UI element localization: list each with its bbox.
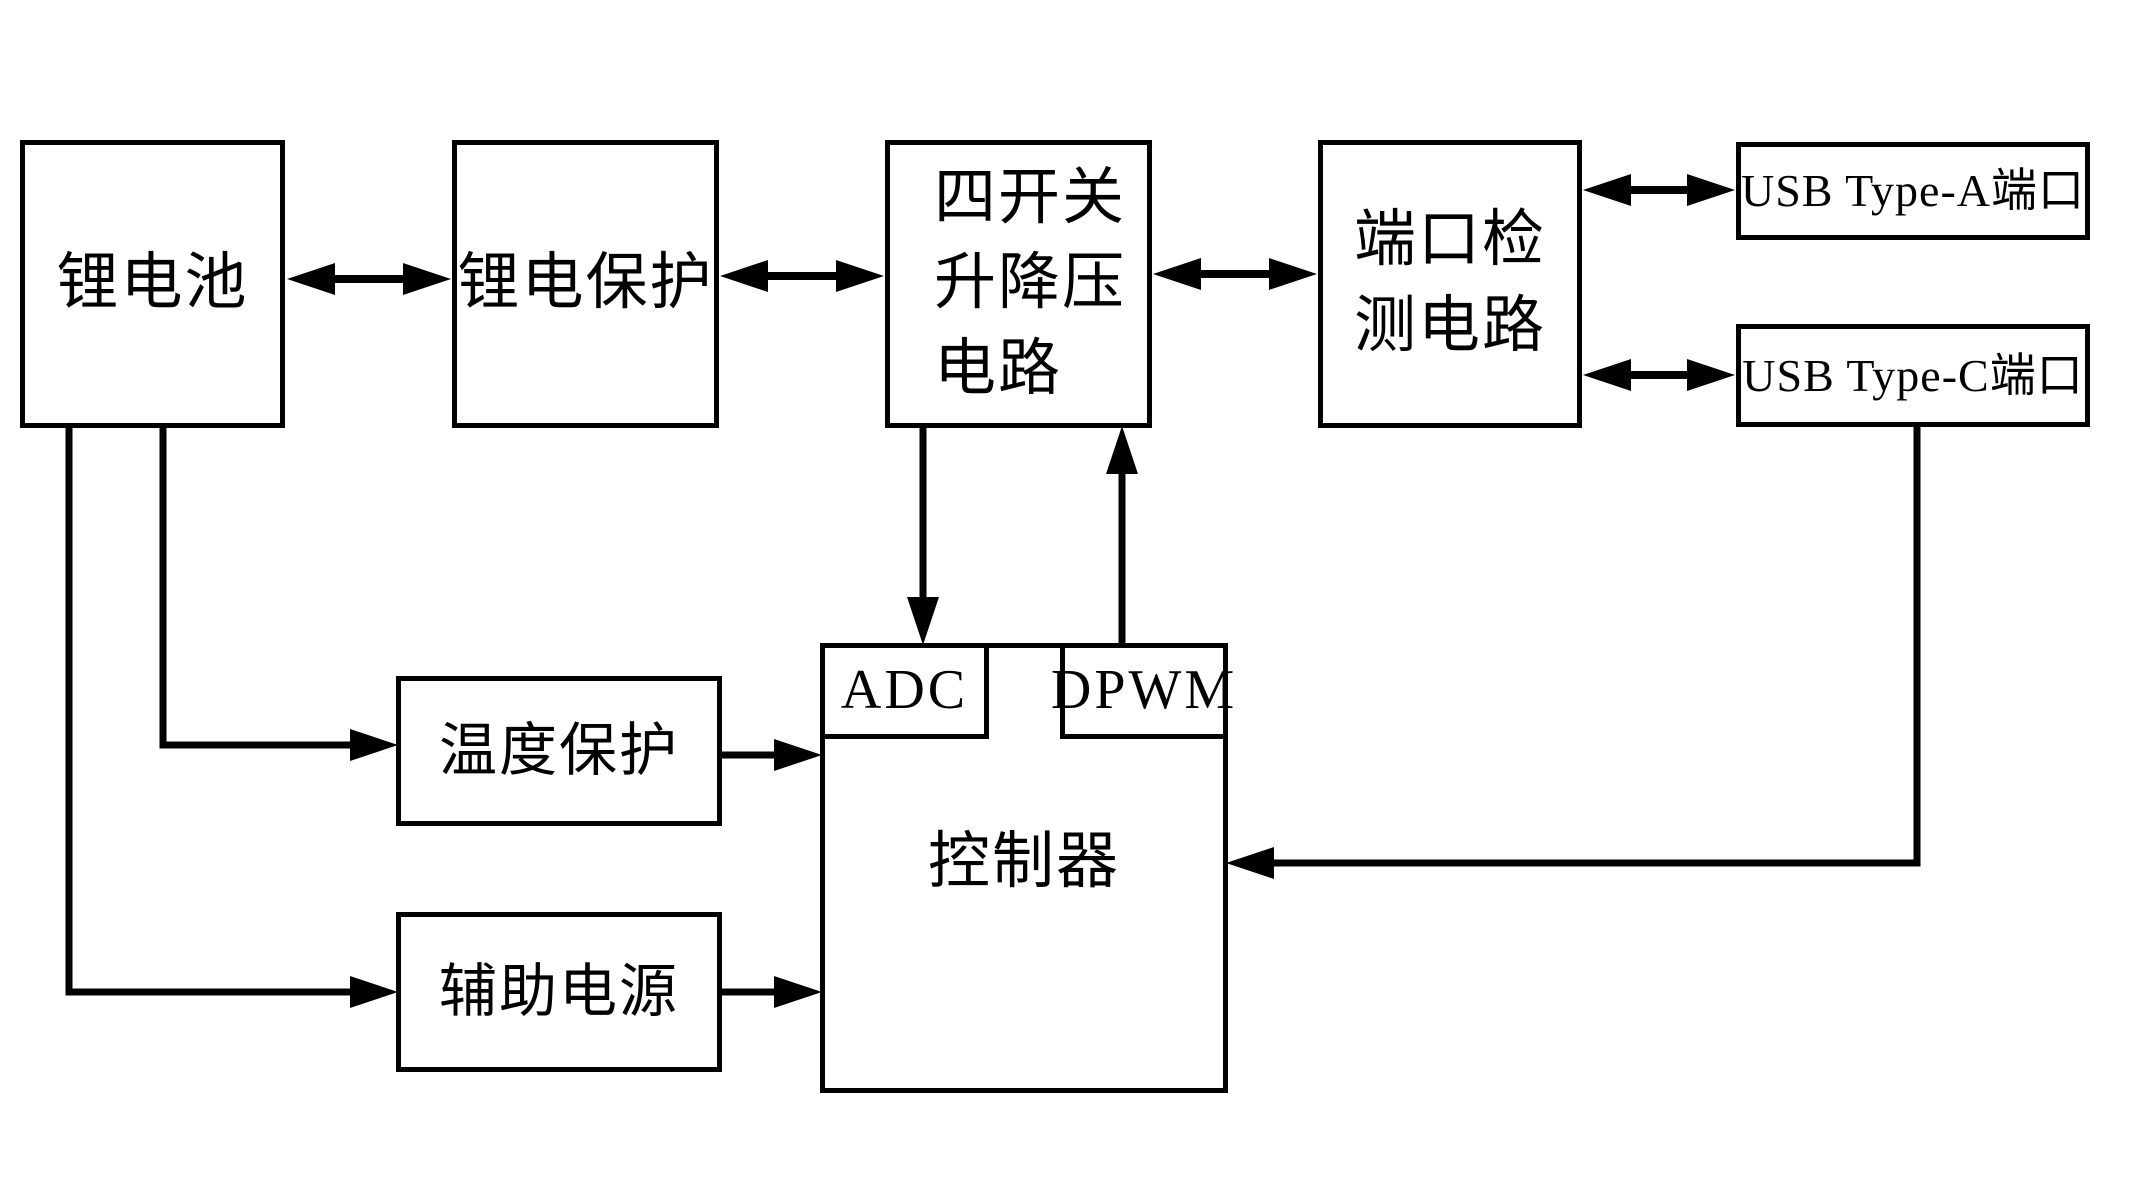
box-usb-type-c-port: USB Type-C端口 [1736,324,2090,427]
box-lithium-battery: 锂电池 [20,140,285,428]
usb-type-c-label: USB Type-C端口 [1742,349,2084,401]
controller-label: 控制器 [927,828,1120,896]
arrow-portdetect-usba [1583,174,1735,206]
box-adc: ADC [820,643,989,739]
arrow-buckboost-portdetect [1153,258,1317,290]
box-buck-boost-circuit: 四开关 升降压 电路 [885,140,1152,428]
arrow-battery-aux [65,426,398,1008]
arrow-portdetect-usbc [1583,359,1735,391]
arrow-buckboost-adc [907,428,939,645]
arrow-battery-temp [159,426,398,761]
temperature-protection-label: 温度保护 [438,717,679,783]
arrow-temp-controller [720,739,822,771]
adc-label: ADC [840,659,969,722]
box-port-detection: 端口检 测电路 [1318,140,1582,428]
usb-type-a-label: USB Type-A端口 [1741,165,2085,217]
arrow-aux-controller [720,976,822,1008]
battery-protection-label: 锂电保护 [457,249,714,318]
box-usb-type-a-port: USB Type-A端口 [1736,142,2090,240]
arrow-usbc-controller [1226,425,1921,879]
port-detection-label: 端口检 测电路 [1353,206,1546,360]
box-aux-power: 辅助电源 [396,912,722,1072]
arrow-protection-buckboost [720,260,884,292]
dpwm-label: DPWM [1050,659,1238,722]
arrow-dpwm-buckboost [1106,426,1138,645]
box-battery-protection: 锂电保护 [452,140,719,428]
aux-power-label: 辅助电源 [438,958,679,1024]
lithium-battery-label: 锂电池 [56,249,249,318]
arrow-battery-protection [287,263,451,295]
box-dpwm: DPWM [1051,643,1234,739]
box-temperature-protection: 温度保护 [396,676,722,826]
buck-boost-label: 四开关 升降压 电路 [934,163,1127,403]
